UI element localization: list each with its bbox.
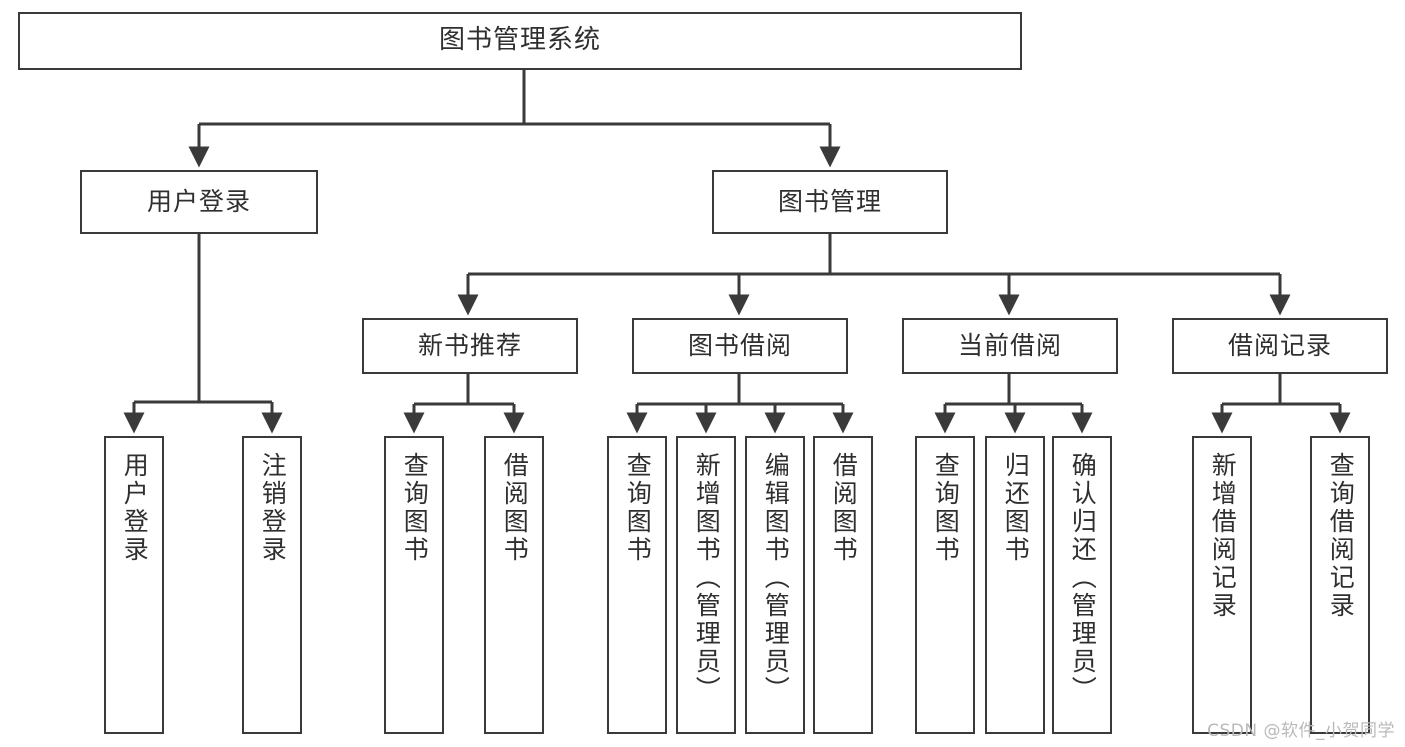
node-label: 确认归还（管理员）: [1068, 452, 1098, 704]
node-label: 用户登录: [146, 186, 251, 216]
node-label: 查询图书: [623, 452, 653, 564]
leaf-new-book-query[interactable]: 查询图书: [384, 436, 444, 734]
node-label: 图书管理: [777, 186, 882, 216]
node-borrow-record[interactable]: 借阅记录: [1172, 318, 1388, 374]
node-label: 借阅记录: [1227, 330, 1332, 360]
node-label: 注销登录: [258, 452, 288, 564]
leaf-user-login-login[interactable]: 用户登录: [104, 436, 164, 734]
node-root-system[interactable]: 图书管理系统: [18, 12, 1022, 70]
node-label: 查询图书: [400, 452, 430, 564]
node-label: 新书推荐: [417, 330, 522, 360]
node-label: 新增图书（管理员）: [692, 452, 722, 704]
node-label: 图书借阅: [687, 330, 792, 360]
node-user-login[interactable]: 用户登录: [80, 170, 318, 234]
leaf-new-book-borrow[interactable]: 借阅图书: [484, 436, 544, 734]
leaf-book-borrow-query[interactable]: 查询图书: [607, 436, 667, 734]
node-label: 查询借阅记录: [1326, 452, 1356, 620]
leaf-book-borrow-edit[interactable]: 编辑图书（管理员）: [745, 436, 805, 734]
node-label: 用户登录: [120, 452, 150, 564]
csdn-watermark: CSDN @软件_小贺同学: [1207, 721, 1395, 741]
node-new-book-recommend[interactable]: 新书推荐: [362, 318, 578, 374]
node-book-management[interactable]: 图书管理: [712, 170, 948, 234]
leaf-borrow-record-add[interactable]: 新增借阅记录: [1192, 436, 1252, 734]
node-label: 新增借阅记录: [1208, 452, 1238, 620]
node-label: 查询图书: [931, 452, 961, 564]
node-label: 当前借阅: [957, 330, 1062, 360]
node-book-borrow[interactable]: 图书借阅: [632, 318, 848, 374]
leaf-current-borrow-return[interactable]: 归还图书: [985, 436, 1045, 734]
node-label: 归还图书: [1001, 452, 1031, 564]
node-label: 借阅图书: [500, 452, 530, 564]
node-label: 编辑图书（管理员）: [761, 452, 791, 704]
leaf-user-login-logout[interactable]: 注销登录: [242, 436, 302, 734]
leaf-current-borrow-confirm-return[interactable]: 确认归还（管理员）: [1052, 436, 1112, 734]
node-label: 图书管理系统: [438, 25, 601, 56]
leaf-book-borrow-add[interactable]: 新增图书（管理员）: [676, 436, 736, 734]
node-current-borrow[interactable]: 当前借阅: [902, 318, 1118, 374]
leaf-current-borrow-query[interactable]: 查询图书: [915, 436, 975, 734]
node-label: 借阅图书: [829, 452, 859, 564]
leaf-book-borrow-borrow[interactable]: 借阅图书: [813, 436, 873, 734]
leaf-borrow-record-query[interactable]: 查询借阅记录: [1310, 436, 1370, 734]
